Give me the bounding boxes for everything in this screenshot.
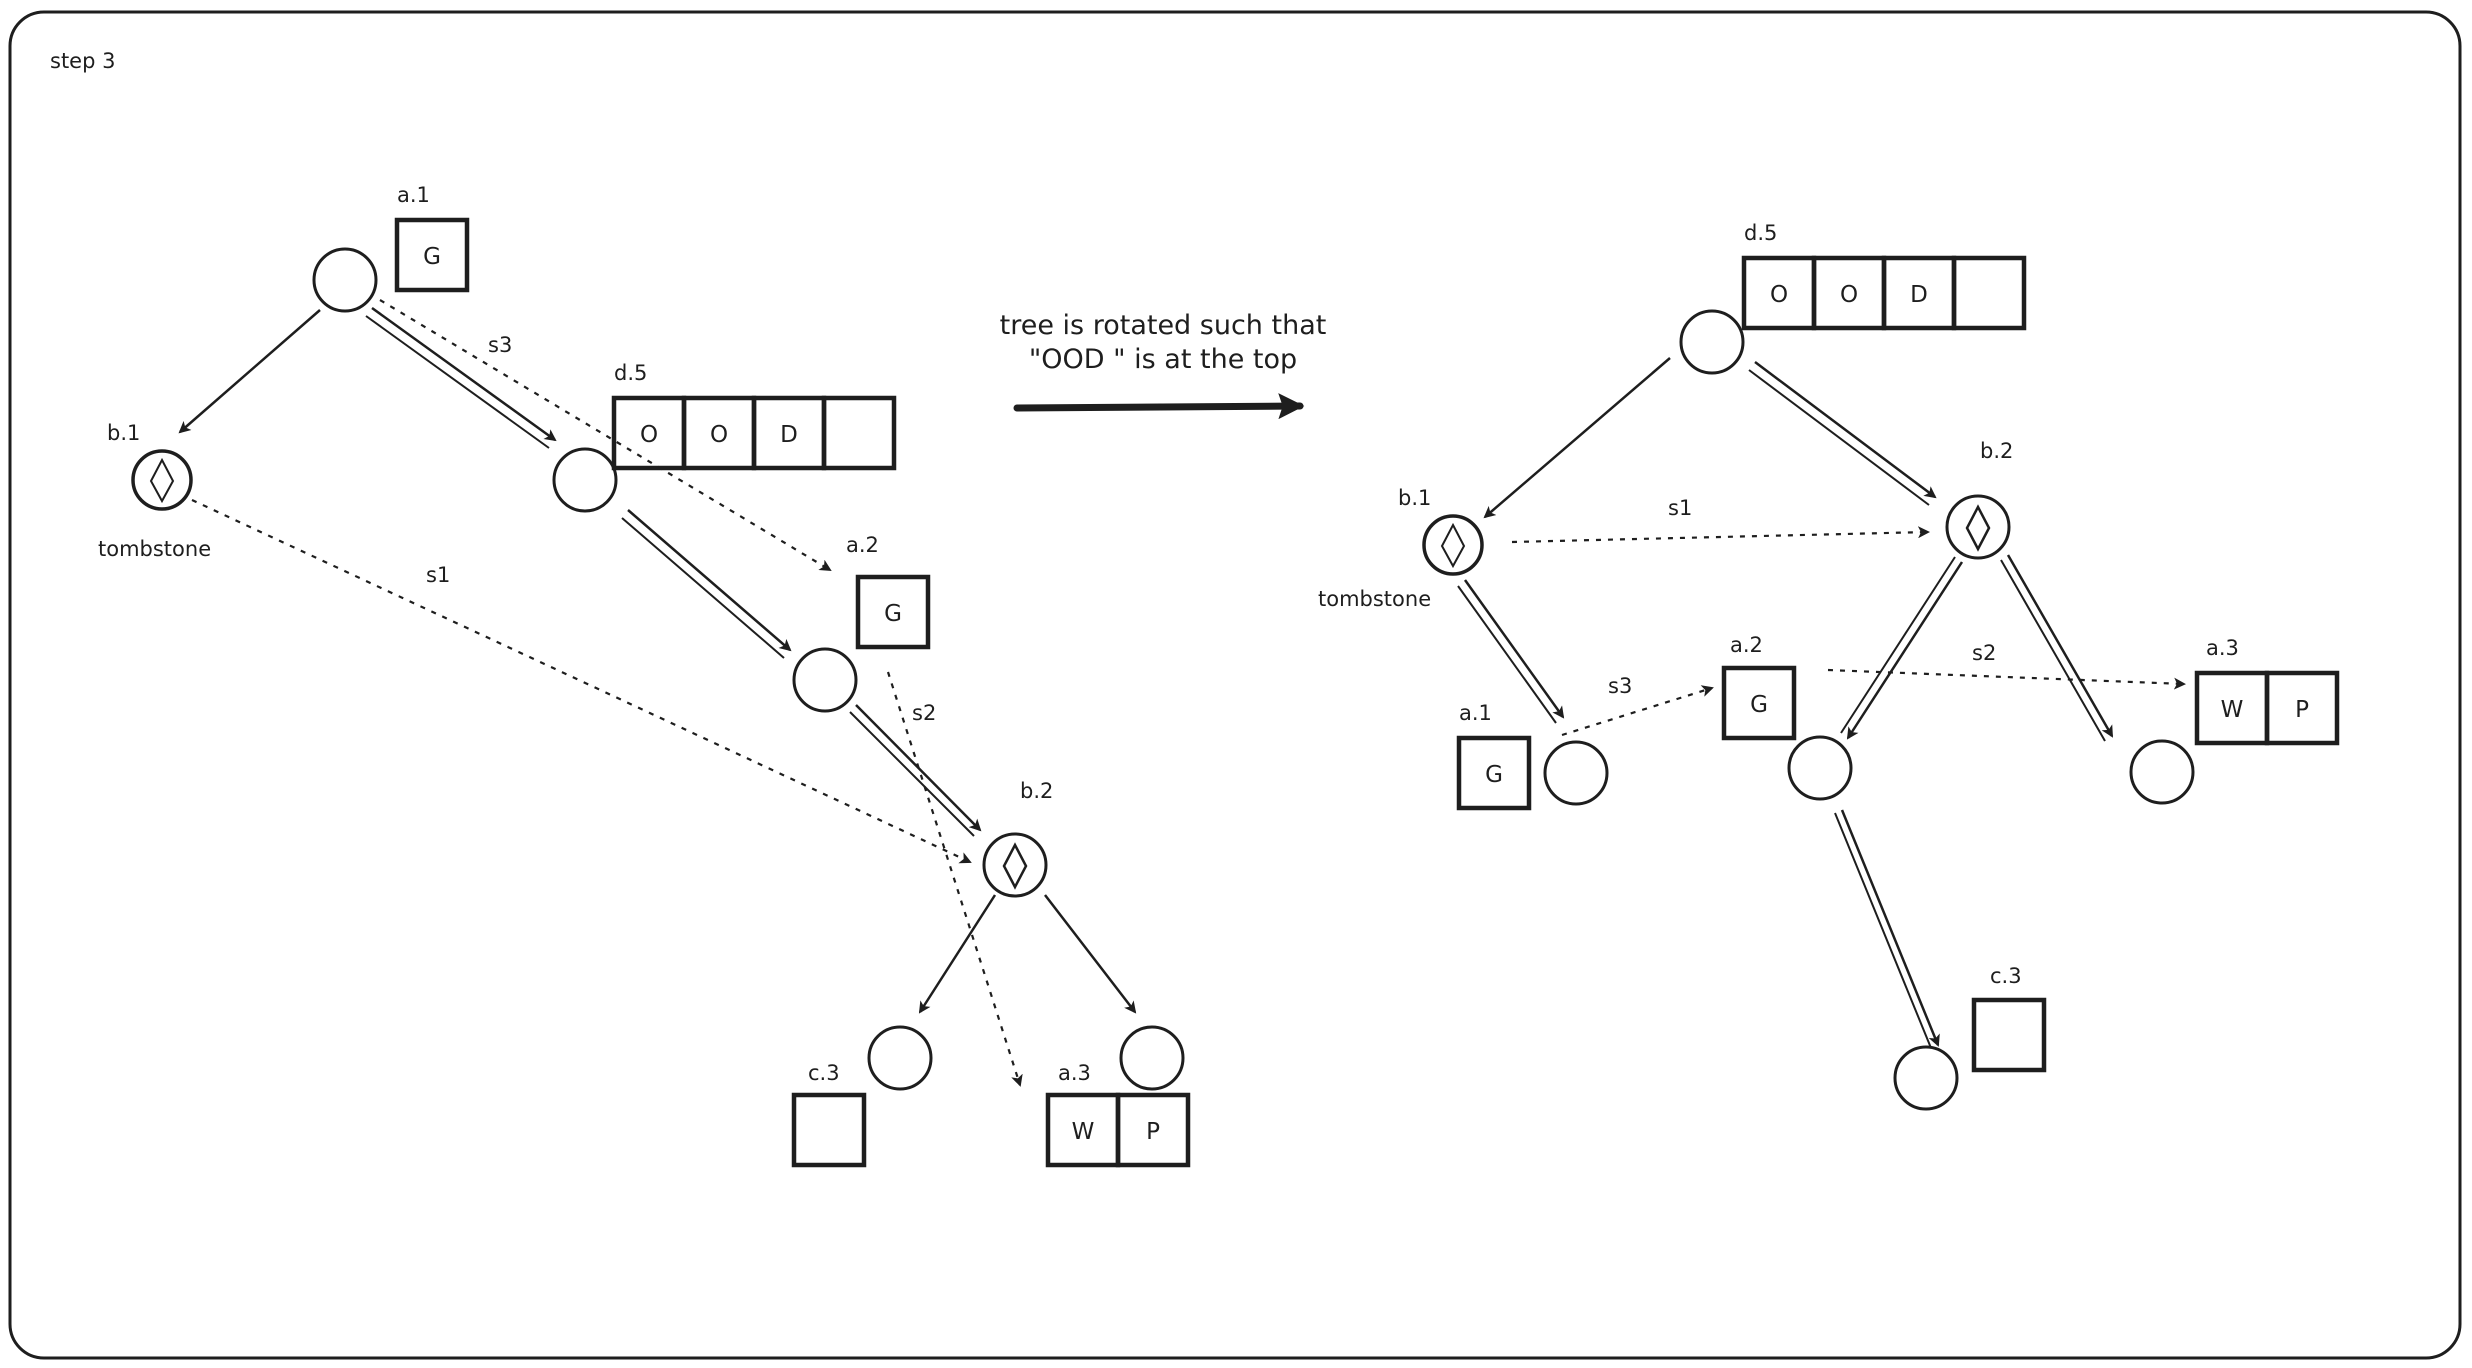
r-b2-diamond-icon <box>1965 504 1991 552</box>
r-edge-b1-a1-double <box>1457 585 1557 724</box>
r-tombstone-diamond-icon <box>1440 522 1466 569</box>
label-b2: b.2 <box>1020 779 1053 803</box>
r-box-d5 <box>1741 255 2027 331</box>
label-a3: a.3 <box>1058 1061 1091 1085</box>
r-node-b1 <box>1422 514 1484 576</box>
r-label-a1: a.1 <box>1459 701 1492 725</box>
caption-line1: tree is rotated such that <box>1000 310 1327 341</box>
r-edge-b1-a1 <box>1463 579 1565 719</box>
r-node-c3 <box>1893 1045 1959 1111</box>
r-edge-mid-c3 <box>1840 809 1940 1047</box>
frame-border <box>8 10 2462 1360</box>
r-label-d5: d.5 <box>1744 221 1777 245</box>
r-pointer-s3 <box>1561 685 1714 737</box>
node-c3 <box>867 1025 933 1091</box>
r-node-b2 <box>1945 494 2011 560</box>
r-cell-a3-0: W <box>2221 697 2244 723</box>
r-edge-d5-b2 <box>1754 361 1937 499</box>
box-d5 <box>611 395 897 471</box>
node-a3 <box>1119 1025 1185 1091</box>
r-pointer-s1 <box>1511 526 1930 544</box>
r-box-a2 <box>1721 665 1797 741</box>
frame-title: step 3 <box>50 49 115 73</box>
b2-diamond-icon <box>1002 842 1028 890</box>
edge-root-d5 <box>371 306 557 442</box>
tombstone-label: tombstone <box>98 537 211 561</box>
edge-mid-b2-double <box>849 711 975 837</box>
left-labels: a.1 b.1 tombstone d.5 a.2 b.2 c.3 a.3 s3… <box>98 183 1160 1145</box>
caption-line2: "OOD " is at the top <box>1029 344 1297 375</box>
r-label-a3: a.3 <box>2206 636 2239 660</box>
edge-b2-c3 <box>918 894 997 1014</box>
cell-d5-0: O <box>640 422 658 448</box>
edge-d5-mid-double <box>621 517 785 659</box>
label-s3: s3 <box>488 333 512 357</box>
cell-a3-1: P <box>1146 1119 1160 1145</box>
cell-d5-1: O <box>710 422 728 448</box>
r-label-s1: s1 <box>1668 496 1692 520</box>
r-cell-d5-1: O <box>1840 282 1858 308</box>
r-edge-d5-b1 <box>1483 357 1671 519</box>
r-edge-d5-b2-double <box>1748 369 1930 506</box>
r-edge-b2-mid-double <box>1840 556 1956 734</box>
r-label-b1: b.1 <box>1398 486 1431 510</box>
node-root <box>312 247 378 313</box>
node-b2 <box>982 832 1048 898</box>
pointer-s3 <box>379 299 832 572</box>
label-a2: a.2 <box>846 533 879 557</box>
r-cell-a3-1: P <box>2295 697 2309 723</box>
r-tombstone-label: tombstone <box>1318 587 1431 611</box>
left-tree <box>131 217 1191 1168</box>
right-labels: d.5 b.1 tombstone b.2 a.1 a.2 a.3 c.3 s1… <box>1318 221 2309 988</box>
r-box-a3 <box>2194 670 2340 746</box>
r-label-b2: b.2 <box>1980 439 2013 463</box>
label-a1: a.1 <box>397 183 430 207</box>
label-c3: c.3 <box>808 1061 840 1085</box>
box-a1 <box>394 217 470 293</box>
r-label-s3: s3 <box>1608 674 1632 698</box>
r-edge-b2-a3-double <box>2000 559 2106 742</box>
box-a3 <box>1045 1092 1191 1168</box>
r-label-c3: c.3 <box>1990 964 2022 988</box>
r-cell-a2-0: G <box>1750 692 1768 718</box>
r-edge-b2-mid <box>1846 561 1964 740</box>
r-cell-d5-0: O <box>1770 282 1788 308</box>
edge-root-b1 <box>178 309 321 434</box>
tombstone-diamond-icon <box>149 457 175 504</box>
box-a2 <box>855 574 931 650</box>
label-s2: s2 <box>912 701 936 725</box>
cell-a1-0: G <box>423 244 441 270</box>
rotation-arrow <box>1013 393 1305 420</box>
cell-a3-0: W <box>1072 1119 1095 1145</box>
r-cell-a1-0: G <box>1485 762 1503 788</box>
r-node-d5 <box>1679 309 1745 375</box>
r-edge-mid-c3-double <box>1834 812 1932 1049</box>
r-node-a3 <box>2129 739 2195 805</box>
r-edge-b2-a3 <box>2006 554 2114 738</box>
node-d5 <box>552 447 618 513</box>
r-box-c3 <box>1971 997 2047 1073</box>
r-node-mid <box>1787 735 1853 801</box>
r-label-a2: a.2 <box>1730 633 1763 657</box>
r-box-a1 <box>1456 735 1532 811</box>
r-label-s2: s2 <box>1972 641 1996 665</box>
pointer-s2 <box>886 671 1023 1087</box>
label-s1: s1 <box>426 563 450 587</box>
node-mid <box>792 647 858 713</box>
label-b1: b.1 <box>107 421 140 445</box>
cell-d5-2: D <box>780 422 798 448</box>
edge-b2-a3 <box>1044 894 1137 1014</box>
cell-a2-0: G <box>884 601 902 627</box>
edge-d5-mid <box>627 509 792 652</box>
r-cell-d5-2: D <box>1910 282 1928 308</box>
node-b1 <box>131 449 193 511</box>
label-d5: d.5 <box>614 361 647 385</box>
box-c3 <box>791 1092 867 1168</box>
edge-root-d5-double <box>365 315 550 449</box>
r-node-a1 <box>1543 740 1609 806</box>
right-tree <box>1422 255 2340 1111</box>
